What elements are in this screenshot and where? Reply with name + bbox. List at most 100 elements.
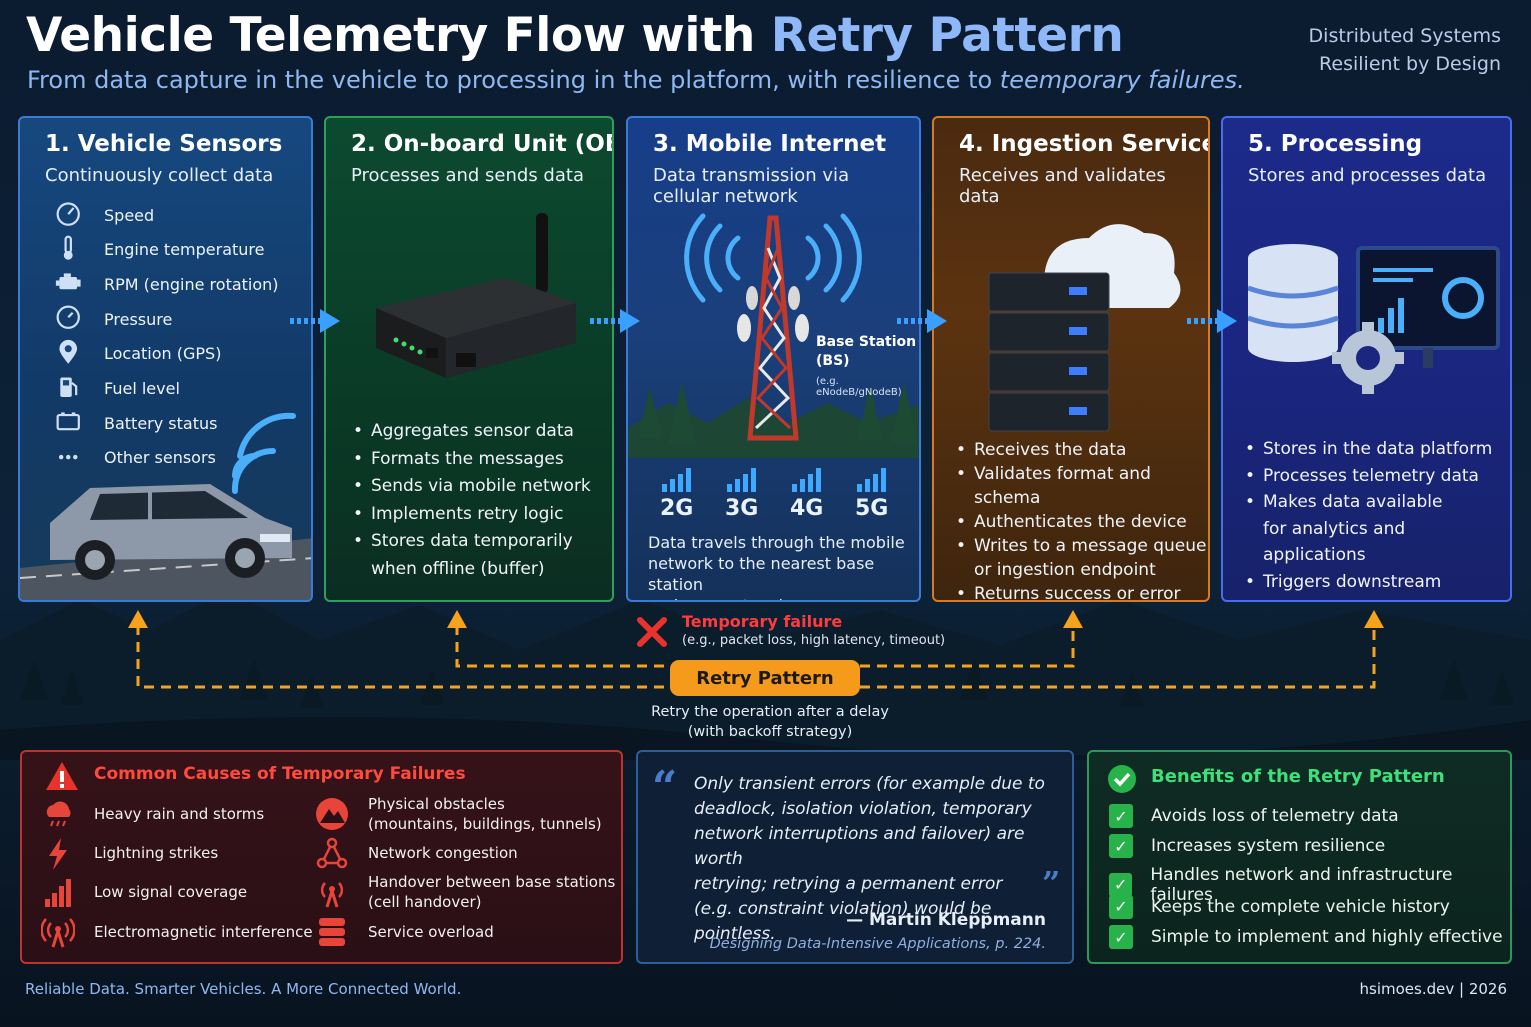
sensor-label: Engine temperature xyxy=(104,240,265,260)
panel-title: 3. Mobile Internet xyxy=(653,131,887,157)
checkbox-checked-icon: ✓ xyxy=(1109,804,1133,828)
footer-credit: hsimoes.dev | 2026 xyxy=(1359,980,1507,998)
page-title: Vehicle Telemetry Flow with Retry Patter… xyxy=(26,8,1124,63)
benefit-label: Simple to implement and highly effective xyxy=(1151,927,1503,948)
benefit-label: Avoids loss of telemetry data xyxy=(1151,806,1399,826)
more-dots-icon xyxy=(58,454,78,460)
bullet-item: Returns success or error xyxy=(954,582,1208,600)
cause-item: Handover between base stations (cell han… xyxy=(314,872,615,912)
sensor-item: Engine temperature xyxy=(50,233,265,267)
signal-strength-icon xyxy=(662,468,691,492)
panel-onboard-unit: 2. On-board Unit (OBU) Processes and sen… xyxy=(324,116,614,602)
panel-subtitle: Continuously collect data xyxy=(45,165,274,186)
signal-bars-icon xyxy=(45,879,71,907)
page-subtitle: From data capture in the vehicle to proc… xyxy=(27,66,1245,94)
benefit-label: Handles network and infrastructure failu… xyxy=(1150,864,1453,905)
checkbox-checked-icon: ✓ xyxy=(1109,925,1133,950)
benefit-item: ✓ Avoids loss of telemetry data xyxy=(1109,804,1399,828)
wireless-waves-icon xyxy=(231,412,296,494)
warning-icon xyxy=(46,762,78,790)
benefit-label: Increases system resilience xyxy=(1151,836,1386,857)
bullet-item: Stores in the data platform xyxy=(1243,436,1510,463)
signal-strength-icon xyxy=(792,468,821,492)
pressure-gauge-icon xyxy=(56,305,80,330)
checkbox-checked-icon: ✓ xyxy=(1109,872,1133,897)
footer-tagline: Reliable Data. Smarter Vehicles. A More … xyxy=(25,980,462,998)
fuel-pump-icon xyxy=(60,377,78,397)
network-generation-label: 2G xyxy=(660,496,694,521)
cause-label: Service overload xyxy=(368,923,494,941)
cause-item: Physical obstacles (mountains, buildings… xyxy=(314,794,602,834)
quote-open-icon: “ xyxy=(652,762,678,813)
bullet-item: Sends via mobile network xyxy=(351,473,591,501)
flow-arrow-1 xyxy=(290,309,340,333)
cause-label: Handover between base stations (cell han… xyxy=(368,873,616,911)
network-generation-label: 4G xyxy=(790,496,824,521)
check-circle-icon xyxy=(1108,765,1136,793)
sensor-item: Fuel level xyxy=(50,372,180,406)
obu-device-illustration xyxy=(376,213,576,378)
failure-x-icon xyxy=(637,617,667,647)
sensor-item: RPM (engine rotation) xyxy=(50,267,279,301)
bullet-item: Stores data temporarily when offline (bu… xyxy=(351,528,591,583)
quote-text: Only transient errors (for example due t… xyxy=(694,774,1045,944)
base-station-label: Base Station (BS) xyxy=(816,334,917,369)
checkbox-checked-icon: ✓ xyxy=(1109,894,1133,919)
causes-box: Common Causes of Temporary Failures Heav… xyxy=(20,750,623,964)
flow-arrow-3 xyxy=(897,309,947,333)
cause-item: Service overload xyxy=(314,914,494,950)
cause-item: Lightning strikes xyxy=(40,835,218,871)
benefits-title: Benefits of the Retry Pattern xyxy=(1151,766,1445,787)
panel-title: 2. On-board Unit (OBU) xyxy=(351,131,612,157)
quote-author: — Martin Kleppmann xyxy=(846,910,1046,930)
failure-note: (e.g., packet loss, high latency, timeou… xyxy=(682,633,946,648)
panel-subtitle: Receives and validates data xyxy=(959,165,1166,207)
lightning-icon xyxy=(49,838,67,870)
cause-item: Low signal coverage xyxy=(40,874,247,910)
server-cloud-illustration xyxy=(988,224,1181,432)
flow-arrow-2 xyxy=(590,309,640,333)
bullet-item: Aggregates sensor data xyxy=(351,418,591,446)
sensor-label: Speed xyxy=(104,205,155,225)
bullet-item: Receives the data xyxy=(954,438,1208,462)
failure-title: Temporary failure xyxy=(682,612,843,631)
gauge-icon xyxy=(56,202,80,226)
sensor-label: RPM (engine rotation) xyxy=(104,274,279,294)
cause-item: Network congestion xyxy=(314,835,518,871)
panel-processing: 5. Processing Stores and processes data … xyxy=(1221,116,1512,602)
benefit-item: ✓ Handles network and infrastructure fail… xyxy=(1109,865,1510,905)
sensor-label: Other sensors xyxy=(104,448,216,468)
sensor-item: Battery status xyxy=(50,406,217,440)
panel-title: 1. Vehicle Sensors xyxy=(45,131,283,157)
retry-caption: Retry the operation after a delay (with … xyxy=(651,704,889,740)
cell-tower-illustration xyxy=(628,213,919,458)
signal-strength-icon xyxy=(727,468,756,492)
panel-vehicle-sensors: 1. Vehicle Sensors Continuously collect … xyxy=(18,116,313,602)
bullet-item: Makes data available for analytics and a… xyxy=(1243,489,1510,569)
panel-subtitle: Data transmission via cellular network xyxy=(653,165,850,207)
bullet-item: Writes to a message queue or ingestion e… xyxy=(954,534,1208,582)
signal-strength-icon xyxy=(857,468,886,492)
retry-loop-lines xyxy=(128,610,1384,689)
location-pin-icon xyxy=(59,339,78,364)
panel-mobile-internet: 3. Mobile Internet Data transmission via… xyxy=(626,116,921,602)
car-illustration xyxy=(20,484,311,600)
battery-icon xyxy=(56,412,80,431)
sensor-label: Location (GPS) xyxy=(104,344,222,364)
cause-label: Low signal coverage xyxy=(94,883,248,901)
benefit-item: ✓Keeps the complete vehicle history xyxy=(1109,894,1450,919)
quote-close-icon: ” xyxy=(1042,864,1061,902)
server-stack-icon xyxy=(319,918,345,946)
causes-title: Common Causes of Temporary Failures xyxy=(94,764,466,784)
sensor-item: Location (GPS) xyxy=(50,337,221,371)
storm-cloud-icon xyxy=(46,801,71,827)
sensor-item: Pressure xyxy=(50,302,172,336)
network-description: Data travels through the mobile network … xyxy=(648,533,905,600)
cause-label: Lightning strikes xyxy=(94,844,219,862)
cause-label: Electromagnetic interference xyxy=(94,923,313,941)
sensor-label: Pressure xyxy=(104,309,173,329)
mountain-icon xyxy=(316,798,348,830)
panel-subtitle: Stores and processes data xyxy=(1248,165,1487,186)
cause-item: Heavy rain and storms xyxy=(40,796,264,832)
